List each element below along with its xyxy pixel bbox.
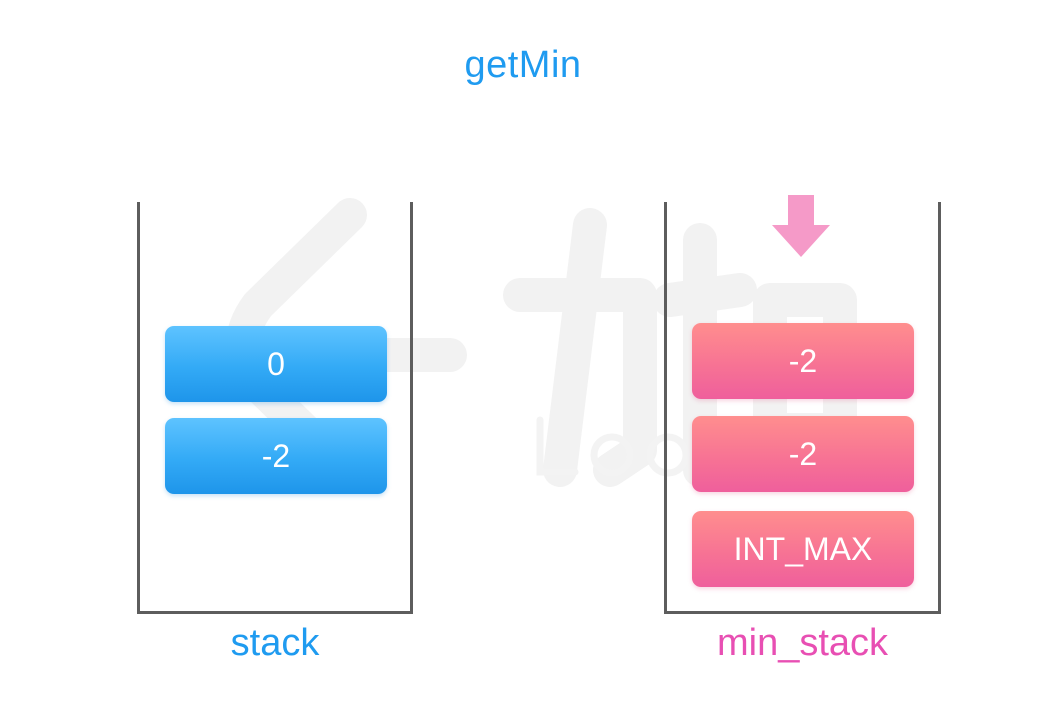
min-stack-item-top: -2 [692, 323, 914, 399]
page-title: getMin [464, 44, 582, 86]
stack-item: -2 [165, 418, 387, 494]
stack-container: 0 -2 [137, 202, 413, 614]
down-arrow-icon [772, 195, 830, 257]
min-stack-item: -2 [692, 416, 914, 492]
min-stack-item-bottom: INT_MAX [692, 511, 914, 587]
min-stack-container: -2 -2 INT_MAX [664, 202, 941, 614]
stack-label: stack [230, 622, 320, 664]
min-stack-label: min_stack [716, 622, 889, 664]
stack-item-top: 0 [165, 326, 387, 402]
